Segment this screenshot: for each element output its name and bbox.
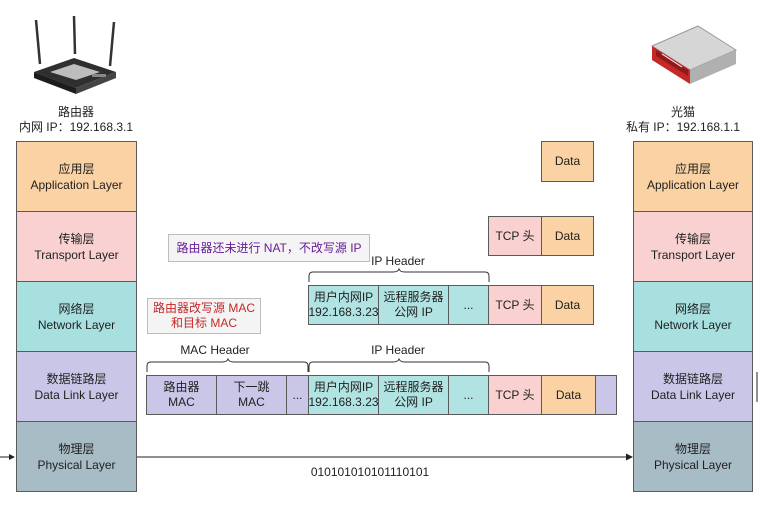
frame-trailer-cell bbox=[595, 375, 617, 415]
left-network-layer: 网络层 Network Layer bbox=[16, 281, 137, 352]
layer-name: 应用层 bbox=[674, 161, 711, 176]
transport-data-cell: Data bbox=[541, 216, 594, 256]
dst-ip-label: 远程服务器 bbox=[383, 380, 444, 394]
datalink-data-cell: Data bbox=[541, 375, 596, 415]
layer-en: Application Layer bbox=[30, 177, 123, 192]
src-mac-sub: MAC bbox=[168, 395, 195, 409]
layer-name: 传输层 bbox=[674, 231, 711, 246]
right-datalink-layer: 数据链路层 Data Link Layer bbox=[633, 351, 753, 422]
network-dst-ip-cell: 远程服务器 公网 IP bbox=[378, 285, 449, 325]
dst-mac-sub: MAC bbox=[238, 395, 265, 409]
dst-mac-label: 下一跳 bbox=[233, 380, 270, 394]
dst-ip-sub: 公网 IP bbox=[394, 395, 433, 409]
mac-header-brace bbox=[146, 358, 309, 372]
right-application-layer: 应用层 Application Layer bbox=[633, 141, 753, 212]
router-ip: 内网 IP：192.168.3.1 bbox=[18, 120, 134, 134]
src-ip-label: 用户内网IP bbox=[313, 380, 374, 394]
layer-name: 物理层 bbox=[58, 441, 95, 456]
network-data-cell: Data bbox=[541, 285, 594, 325]
mac-note: 路由器改写源 MAC 和目标 MAC bbox=[147, 298, 261, 334]
layer-name: 数据链路层 bbox=[46, 371, 107, 386]
right-edge-line bbox=[756, 372, 758, 402]
datalink-ip-header-label: IP Header bbox=[371, 343, 425, 357]
layer-en: Application Layer bbox=[646, 177, 740, 192]
mac-note-line1: 路由器改写源 MAC bbox=[152, 301, 255, 315]
src-ip-value: 192.168.3.23 bbox=[308, 395, 379, 409]
layer-en: Transport Layer bbox=[650, 247, 736, 262]
src-ip-value: 192.168.3.23 bbox=[308, 305, 379, 319]
right-physical-layer: 物理层 Physical Layer bbox=[633, 421, 753, 492]
dst-ip-label: 远程服务器 bbox=[383, 290, 444, 304]
dst-ip-sub: 公网 IP bbox=[394, 305, 433, 319]
layer-en: Data Link Layer bbox=[34, 387, 119, 402]
nat-note: 路由器还未进行 NAT，不改写源 IP bbox=[168, 234, 370, 262]
router-icon bbox=[30, 14, 120, 96]
layer-name: 网络层 bbox=[674, 301, 711, 316]
network-src-ip-cell: 用户内网IP 192.168.3.23 bbox=[308, 285, 379, 325]
layer-en: Network Layer bbox=[37, 317, 116, 332]
layer-name: 数据链路层 bbox=[662, 371, 723, 386]
network-ellipsis-cell: ... bbox=[448, 285, 489, 325]
layer-name: 物理层 bbox=[674, 441, 711, 456]
left-physical-layer: 物理层 Physical Layer bbox=[16, 421, 137, 492]
left-datalink-layer: 数据链路层 Data Link Layer bbox=[16, 351, 137, 422]
app-data-cell: Data bbox=[541, 141, 594, 182]
mac-ellipsis-cell: ... bbox=[286, 375, 309, 415]
nat-note-text: 路由器还未进行 NAT，不改写源 IP bbox=[176, 240, 362, 255]
src-ip-label: 用户内网IP bbox=[313, 290, 374, 304]
layer-name: 网络层 bbox=[58, 301, 95, 316]
transport-tcp-header-cell: TCP 头 bbox=[488, 216, 542, 256]
src-mac-cell: 路由器 MAC bbox=[146, 375, 217, 415]
bit-stream: 010101010101110101 bbox=[310, 465, 430, 479]
right-transport-layer: 传输层 Transport Layer bbox=[633, 211, 753, 282]
mac-note-line2: 和目标 MAC bbox=[170, 316, 237, 330]
physical-link-line bbox=[0, 453, 633, 461]
datalink-tcp-header-cell: TCP 头 bbox=[488, 375, 542, 415]
modem-name: 光猫 bbox=[670, 105, 695, 119]
layer-en: Physical Layer bbox=[37, 457, 116, 472]
datalink-ellipsis-cell: ... bbox=[448, 375, 489, 415]
layer-name: 传输层 bbox=[58, 231, 95, 246]
layer-en: Transport Layer bbox=[34, 247, 119, 262]
network-ip-header-label: IP Header bbox=[371, 254, 425, 268]
router-name: 路由器 bbox=[57, 105, 94, 119]
datalink-src-ip-cell: 用户内网IP 192.168.3.23 bbox=[308, 375, 379, 415]
mac-header-label: MAC Header bbox=[180, 343, 250, 357]
src-mac-label: 路由器 bbox=[163, 380, 200, 394]
network-ip-header-brace bbox=[308, 268, 490, 282]
left-application-layer: 应用层 Application Layer bbox=[16, 141, 137, 212]
modem-ip: 私有 IP：192.168.1.1 bbox=[625, 120, 741, 134]
dst-mac-cell: 下一跳 MAC bbox=[216, 375, 287, 415]
modem-icon bbox=[648, 20, 740, 90]
layer-en: Data Link Layer bbox=[650, 387, 736, 402]
layer-en: Network Layer bbox=[654, 317, 732, 332]
left-transport-layer: 传输层 Transport Layer bbox=[16, 211, 137, 282]
datalink-dst-ip-cell: 远程服务器 公网 IP bbox=[378, 375, 449, 415]
layer-name: 应用层 bbox=[58, 161, 95, 176]
datalink-ip-header-brace bbox=[308, 358, 490, 372]
network-tcp-header-cell: TCP 头 bbox=[488, 285, 542, 325]
layer-en: Physical Layer bbox=[653, 457, 733, 472]
right-network-layer: 网络层 Network Layer bbox=[633, 281, 753, 352]
